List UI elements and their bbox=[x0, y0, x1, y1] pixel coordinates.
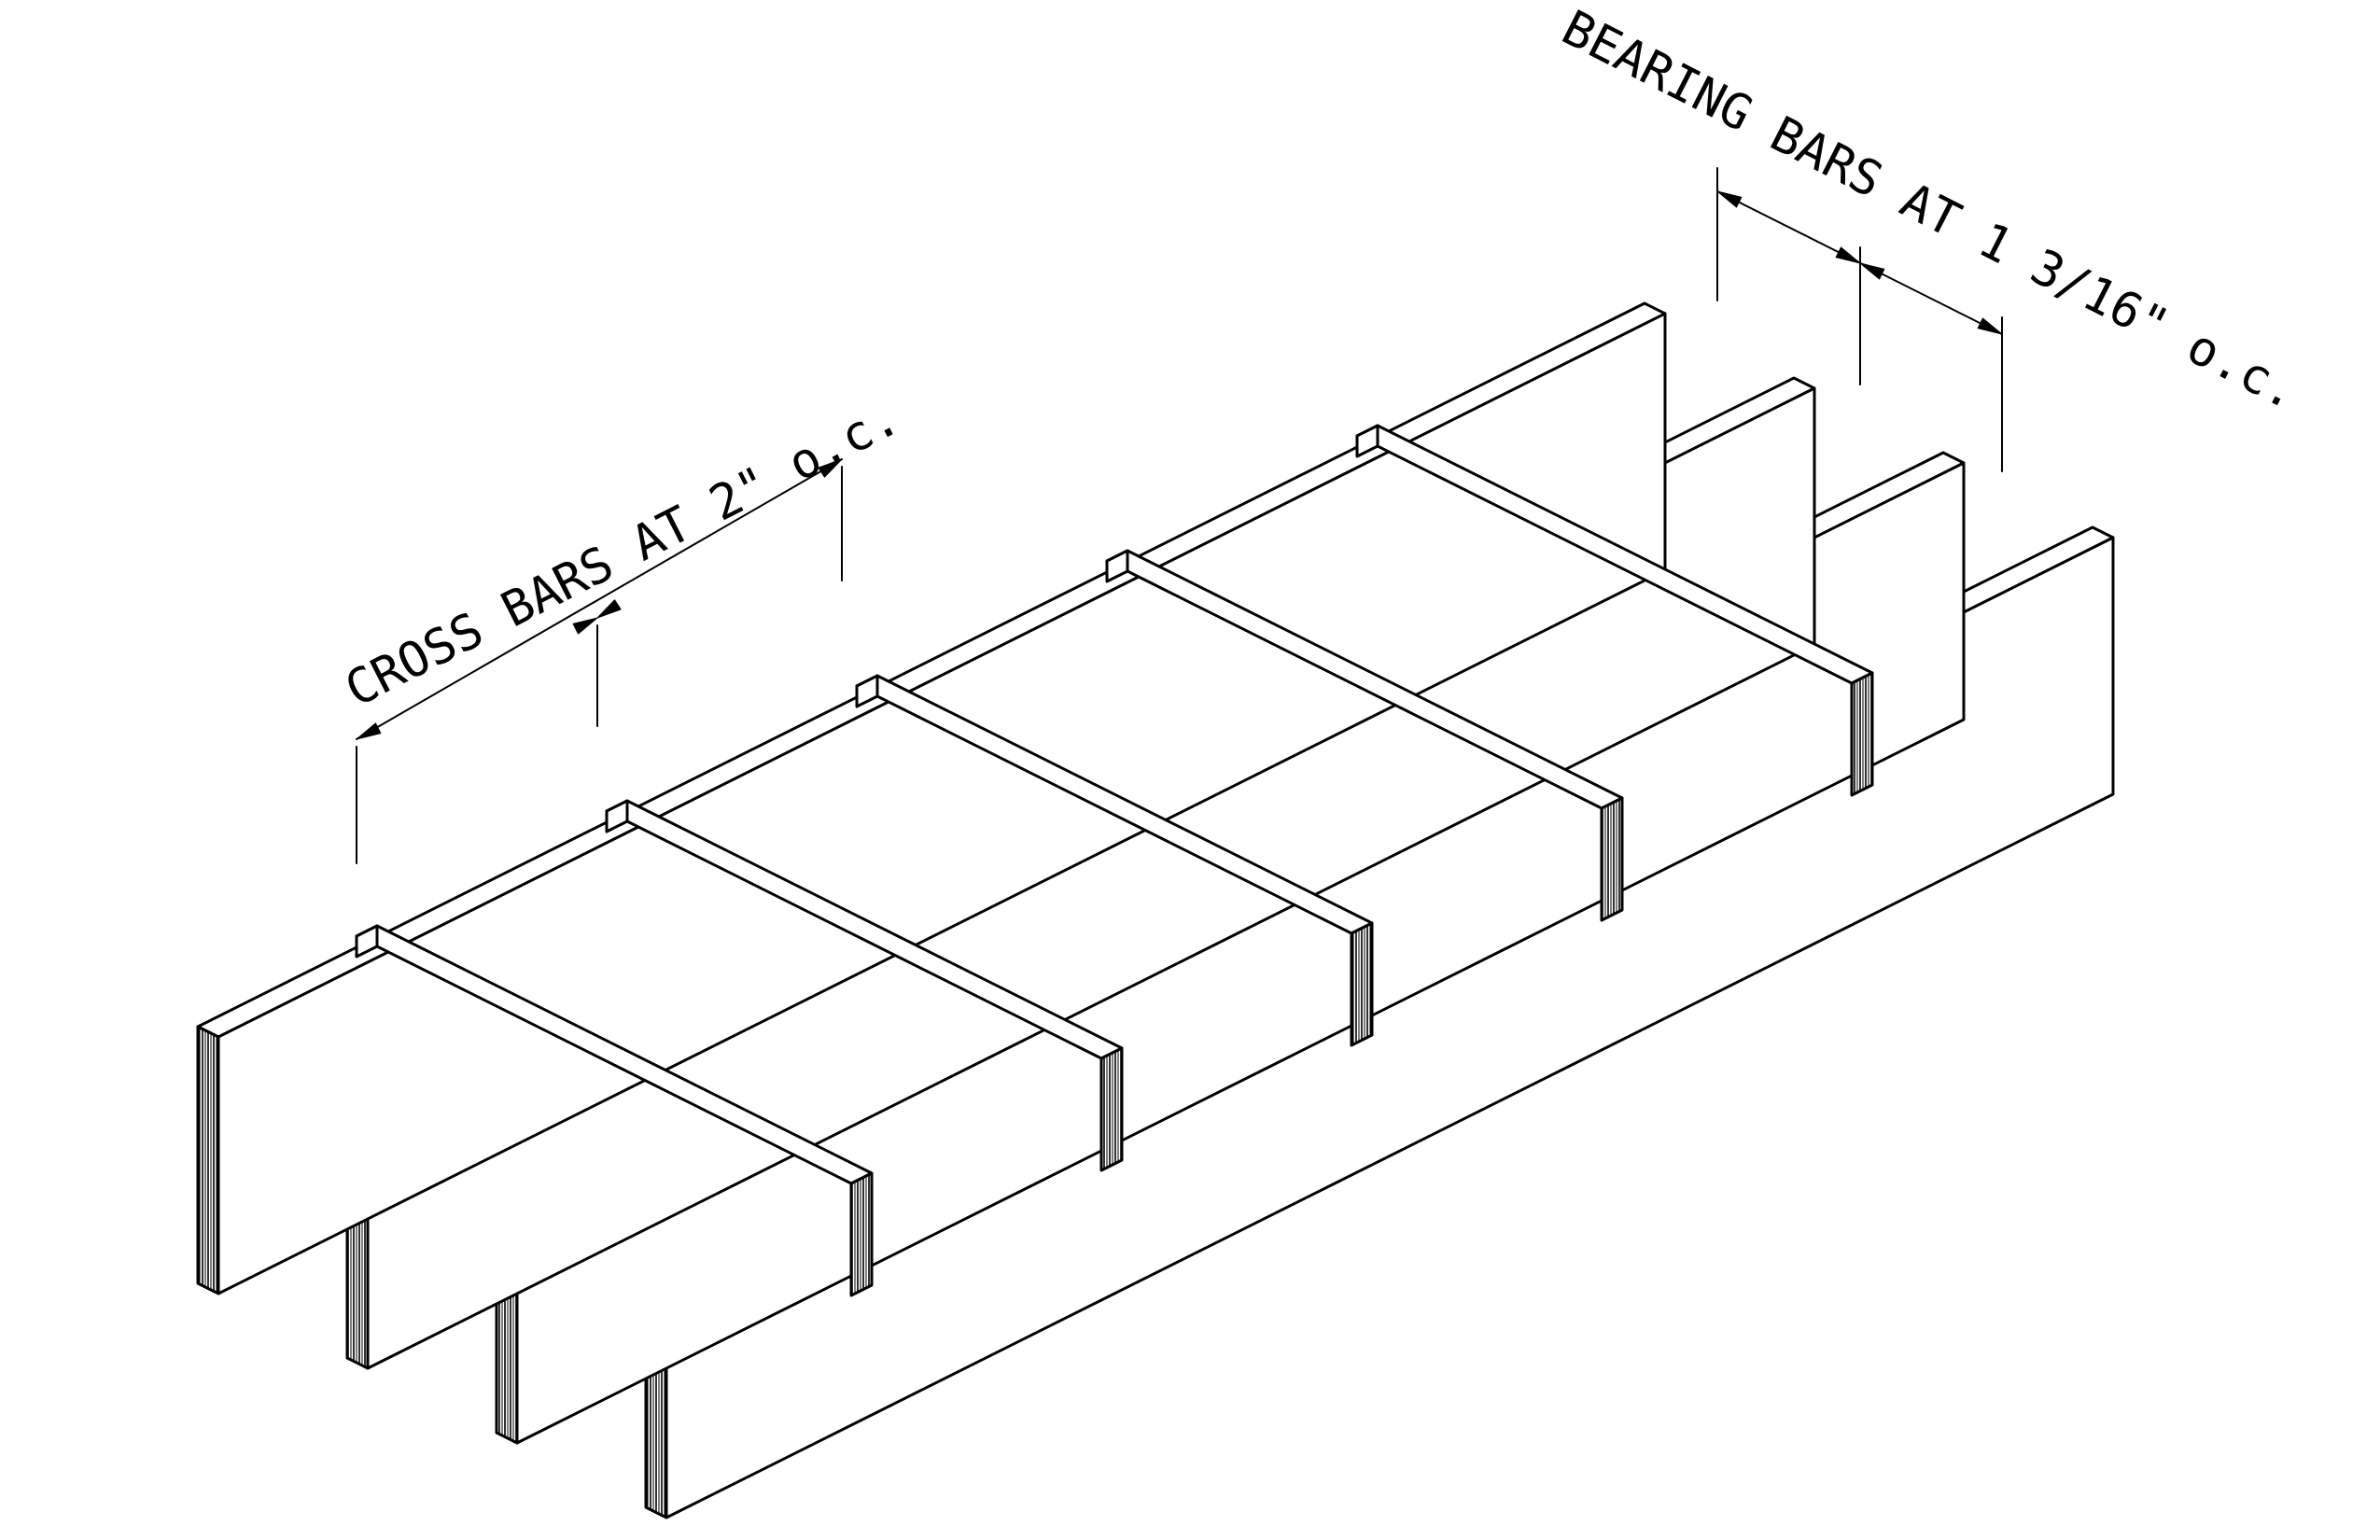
bearing-arrow-1 bbox=[1716, 190, 1743, 208]
bearing-bar-end bbox=[196, 1025, 220, 1295]
cross-dim-line bbox=[356, 458, 843, 740]
cross-bar-back-stub bbox=[1105, 549, 1129, 583]
bearing-arrow-4 bbox=[1977, 317, 2003, 335]
cross-bar-back-stub bbox=[605, 799, 629, 833]
cross-bar-back-stub bbox=[355, 924, 379, 959]
cross-bar-back-stub bbox=[1355, 424, 1379, 458]
cross-bar-top-2 bbox=[605, 799, 1124, 1172]
bearing-arrow-2 bbox=[1835, 246, 1861, 264]
cross-bars-dimension bbox=[356, 458, 843, 864]
dimension-layer bbox=[356, 167, 2003, 864]
cross-bar-back-stub bbox=[855, 674, 879, 708]
cross-bar-top-4 bbox=[1105, 549, 1624, 922]
bars-layer bbox=[196, 301, 2115, 1519]
cross-arrow-4 bbox=[818, 458, 843, 478]
cross-bar-top-3 bbox=[855, 674, 1374, 1047]
cross-bars-label: CROSS BARS AT 2" o.c. bbox=[337, 390, 909, 719]
cross-bar-end bbox=[849, 1171, 874, 1297]
cross-arrow-2 bbox=[572, 617, 598, 635]
cross-arrow-1 bbox=[356, 722, 382, 740]
cross-bar-end bbox=[1600, 796, 1624, 922]
cross-arrow-3 bbox=[596, 599, 622, 619]
cross-bar-end bbox=[1350, 921, 1374, 1047]
bearing-arrow-3 bbox=[1859, 262, 1885, 280]
cross-bar-end bbox=[1850, 671, 1874, 797]
cross-bar-top-5 bbox=[1355, 424, 1874, 797]
bearing-bars-dimension bbox=[1716, 167, 2003, 472]
cross-bar-end bbox=[1099, 1046, 1124, 1172]
cross-bar-top-1 bbox=[355, 924, 874, 1297]
